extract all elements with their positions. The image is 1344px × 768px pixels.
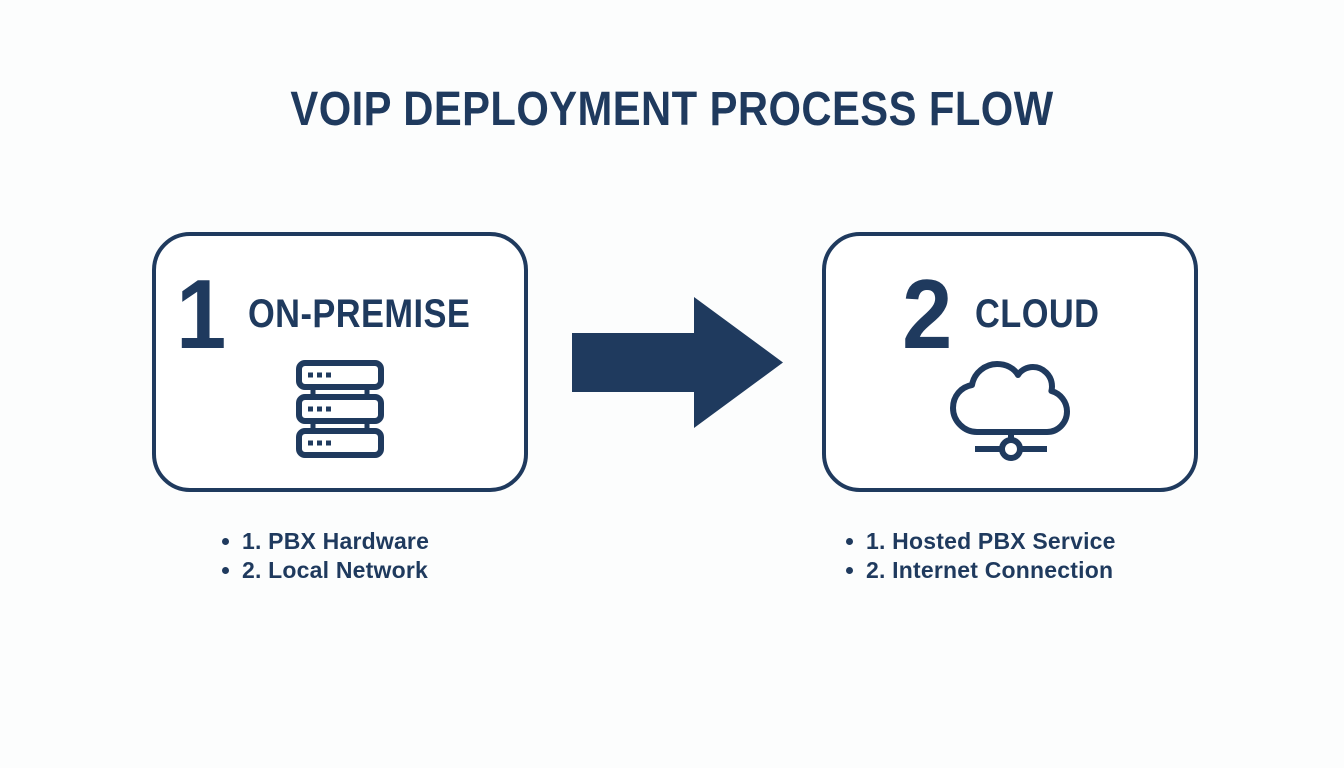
step-label: ON-PREMISE [248, 291, 471, 336]
list-item: 2. Internet Connection [846, 556, 1116, 585]
step-number: 2 [902, 259, 953, 369]
bullet-dot-icon [222, 538, 229, 545]
list-item: 2. Local Network [222, 556, 429, 585]
list-item-text: 2. Local Network [242, 557, 428, 583]
step-header: 2 CLOUD [826, 260, 1194, 368]
bullet-dot-icon [222, 567, 229, 574]
arrow-right-icon [570, 295, 785, 430]
bullet-dot-icon [846, 538, 853, 545]
bullet-dot-icon [846, 567, 853, 574]
server-stack-icon [296, 360, 384, 463]
step-label: CLOUD [974, 291, 1100, 336]
step-number: 1 [175, 259, 226, 369]
list-item: 1. Hosted PBX Service [846, 527, 1116, 556]
list-item-text: 1. Hosted PBX Service [866, 528, 1116, 554]
list-item-text: 2. Internet Connection [866, 557, 1114, 583]
step-header: 1 ON-PREMISE [156, 260, 524, 368]
page-title: VOIP DEPLOYMENT PROCESS FLOW [290, 83, 1054, 136]
cloud-detail-list: 1. Hosted PBX Service 2. Internet Connec… [846, 527, 1116, 585]
list-item: 1. PBX Hardware [222, 527, 429, 556]
list-item-text: 1. PBX Hardware [242, 528, 430, 554]
step-box-cloud: 2 CLOUD [822, 232, 1198, 492]
on-premise-detail-list: 1. PBX Hardware 2. Local Network [222, 527, 429, 585]
step-box-on-premise: 1 ON-PREMISE [152, 232, 528, 492]
cloud-network-icon [948, 360, 1072, 469]
